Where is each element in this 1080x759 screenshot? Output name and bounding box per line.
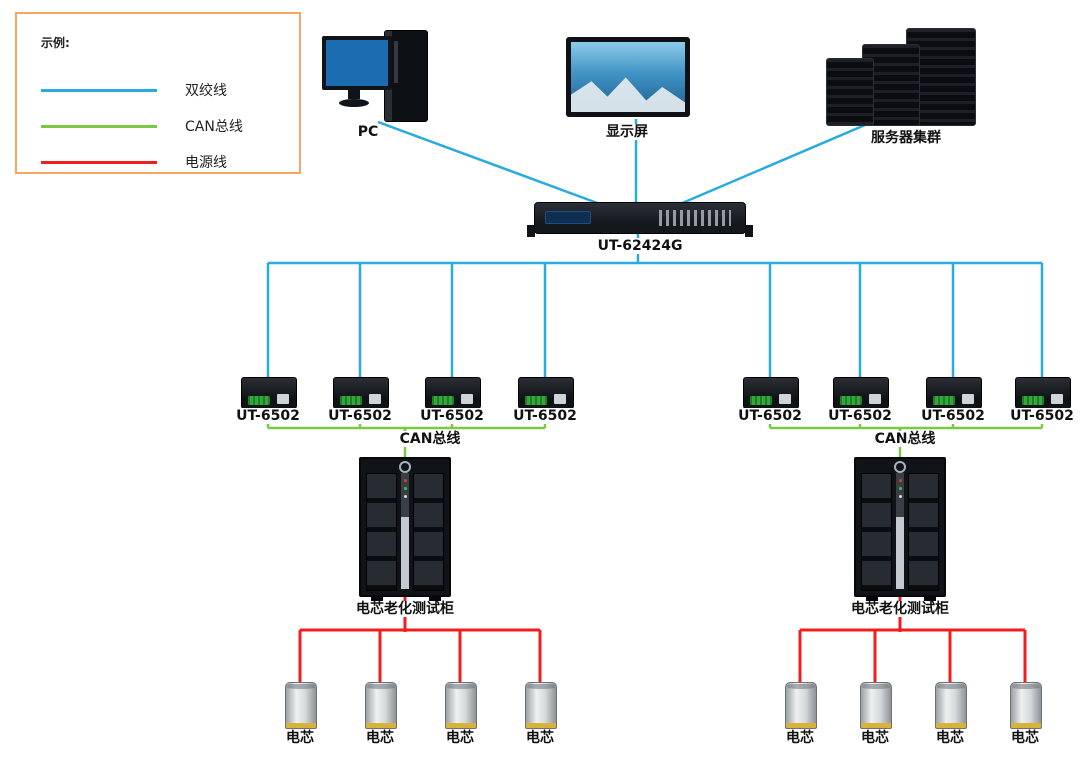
cell-label: 电芯 — [444, 730, 476, 747]
ut6502-label: UT-6502 — [511, 408, 579, 425]
cabinet-logo — [894, 461, 906, 473]
battery-cell-icon — [365, 682, 397, 729]
ut6502-label: UT-6502 — [326, 408, 394, 425]
server-cluster-label: 服务器集群 — [869, 130, 943, 147]
switch-label: UT-62424G — [595, 238, 685, 255]
cell-label: 电芯 — [284, 730, 316, 747]
legend-item-power-line: 电源线 — [41, 154, 227, 171]
ut6502-icon — [518, 377, 574, 409]
can-bus-line-sample — [41, 124, 157, 128]
battery-cell-icon — [285, 682, 317, 729]
pc-icon — [322, 30, 432, 124]
ut6502-icon — [926, 377, 982, 409]
cell-label: 电芯 — [934, 730, 966, 747]
ut6502-icon — [425, 377, 481, 409]
ut6502-label: UT-6502 — [736, 408, 804, 425]
ut6502-icon — [743, 377, 799, 409]
ut6502-label: UT-6502 — [826, 408, 894, 425]
ut6502-label: UT-6502 — [919, 408, 987, 425]
cell-label: 电芯 — [859, 730, 891, 747]
legend-item-twisted-pair: 双绞线 — [41, 82, 227, 99]
cell-label: 电芯 — [1009, 730, 1041, 747]
battery-cell-icon — [785, 682, 817, 729]
server-cluster-icon — [826, 26, 986, 126]
twisted-pair-line-sample — [41, 88, 157, 92]
can-bus-label-left: CAN总线 — [397, 431, 463, 448]
legend-title: 示例: — [41, 36, 70, 50]
pc-label: PC — [355, 124, 381, 141]
battery-cell-icon — [525, 682, 557, 729]
display-screen-icon — [566, 37, 690, 117]
ut6502-label: UT-6502 — [418, 408, 486, 425]
legend-item-label: CAN总线 — [185, 119, 243, 135]
cabinet-logo — [399, 461, 411, 473]
battery-cell-icon — [860, 682, 892, 729]
cell-label: 电芯 — [784, 730, 816, 747]
legend-item-can-bus: CAN总线 — [41, 118, 243, 135]
battery-cell-icon — [935, 682, 967, 729]
ut6502-icon — [1015, 377, 1071, 409]
aging-cabinet-left-icon — [359, 457, 451, 601]
display-label: 显示屏 — [604, 124, 650, 141]
power-line-sample — [41, 160, 157, 164]
cell-label: 电芯 — [524, 730, 556, 747]
legend-item-label: 电源线 — [185, 155, 227, 171]
battery-cell-icon — [1010, 682, 1042, 729]
cabinet-label: 电芯老化测试柜 — [354, 601, 456, 618]
pc-monitor-icon — [322, 36, 392, 90]
aging-cabinet-right-icon — [854, 457, 946, 601]
ut6502-label: UT-6502 — [1008, 408, 1076, 425]
server-rack-icon — [826, 58, 874, 126]
wire-servers-to-switch — [679, 120, 873, 206]
ut6502-icon — [333, 377, 389, 409]
battery-cell-icon — [445, 682, 477, 729]
can-bus-label-right: CAN总线 — [872, 431, 938, 448]
ut6502-icon — [241, 377, 297, 409]
wire-pc-to-switch — [377, 120, 601, 206]
legend: 示例: 双绞线 CAN总线 电源线 — [15, 12, 301, 174]
mountain-picture — [571, 77, 685, 112]
switch-ut62424g-icon — [527, 202, 753, 237]
ut6502-icon — [833, 377, 889, 409]
cell-label: 电芯 — [364, 730, 396, 747]
legend-item-label: 双绞线 — [185, 83, 227, 99]
ut6502-label: UT-6502 — [234, 408, 302, 425]
cabinet-label: 电芯老化测试柜 — [849, 601, 951, 618]
